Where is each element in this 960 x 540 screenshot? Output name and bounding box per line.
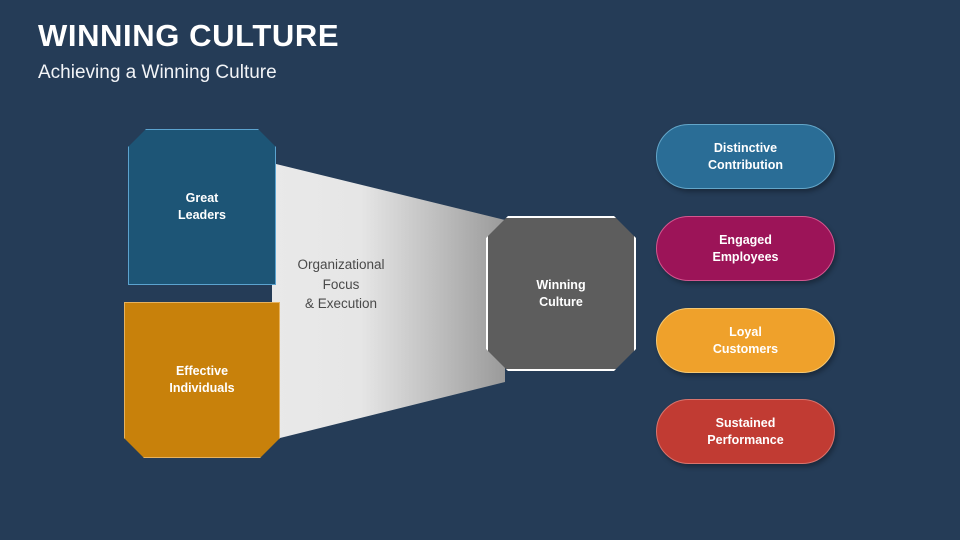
center-shape-label: Winning Culture: [536, 277, 585, 311]
outcome-pill-loyal-customers[interactable]: Loyal Customers: [656, 308, 835, 373]
label-line-2: Culture: [539, 294, 583, 309]
label-line-1: Great: [185, 191, 219, 205]
funnel-caption-line-2: Focus: [322, 276, 360, 292]
label-line-1: Distinctive: [713, 140, 778, 155]
outcome-pill-distinctive-contribution[interactable]: Distinctive Contribution: [656, 124, 835, 189]
label-line-1: Engaged: [719, 232, 772, 247]
label-line-2: Individuals: [169, 381, 235, 395]
label-line-2: Employees: [712, 249, 779, 264]
label-line-2: Contribution: [708, 157, 783, 172]
input-shape-great-leaders[interactable]: Great Leaders: [128, 129, 276, 285]
outcome-pill-sustained-performance[interactable]: Sustained Performance: [656, 399, 835, 464]
center-shape-winning-culture[interactable]: Winning Culture: [486, 216, 636, 371]
outcome-pill-label: Distinctive Contribution: [708, 140, 783, 174]
label-line-1: Effective: [175, 364, 229, 378]
funnel-caption-line-3: & Execution: [304, 296, 378, 311]
outcome-pill-label: Sustained Performance: [707, 415, 783, 449]
input-shape-effective-individuals[interactable]: Effective Individuals: [124, 302, 280, 458]
funnel-caption-line-1: Organizational: [297, 257, 385, 272]
funnel-shape: [272, 163, 505, 440]
page-title: WINNING CULTURE: [38, 18, 340, 53]
label-line-2: Customers: [712, 341, 779, 356]
page-subtitle: Achieving a Winning Culture: [38, 62, 277, 83]
outcome-pill-label: Engaged Employees: [712, 232, 778, 266]
label-line-2: Performance: [707, 432, 784, 447]
outcome-pill-engaged-employees[interactable]: Engaged Employees: [656, 216, 835, 281]
funnel-caption: Organizational Focus & Execution: [268, 255, 414, 314]
label-line-2: Leaders: [178, 208, 226, 222]
outcome-pill-label: Loyal Customers: [713, 324, 778, 358]
label-line-1: Loyal: [729, 324, 762, 339]
input-shape-effective-individuals-label: Effective Individuals: [169, 363, 234, 397]
label-line-1: Sustained: [715, 415, 776, 430]
label-line-1: Winning: [536, 277, 586, 292]
input-shape-great-leaders-label: Great Leaders: [178, 190, 226, 224]
